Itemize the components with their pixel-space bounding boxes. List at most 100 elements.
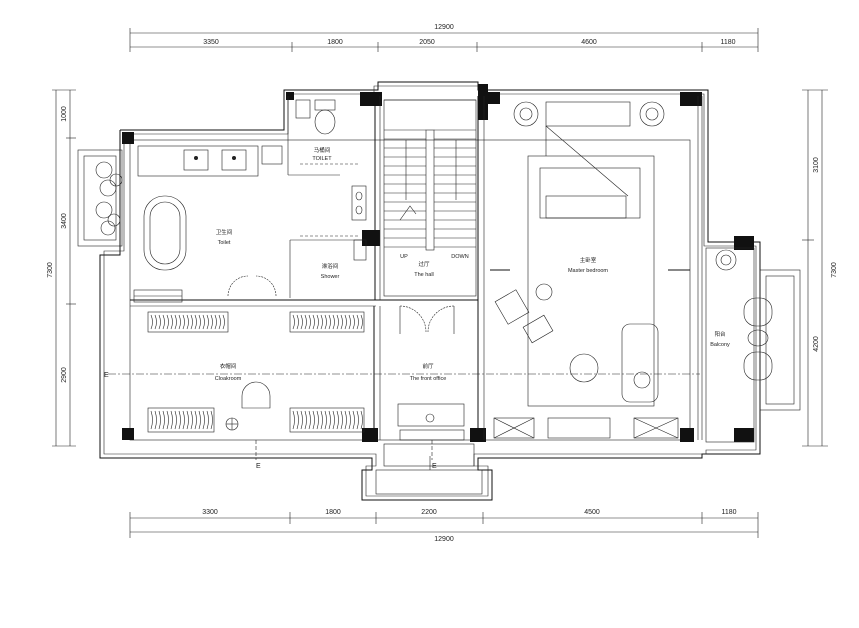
hanger-mark bbox=[182, 314, 185, 330]
bath-label-cn: 卫生间 bbox=[216, 228, 233, 236]
top-seg-2: 1800 bbox=[327, 39, 343, 46]
hanger-mark bbox=[292, 314, 295, 330]
hanger-mark bbox=[292, 410, 295, 430]
bottom-seg-5: 1180 bbox=[721, 509, 736, 516]
hanger-mark bbox=[170, 410, 173, 430]
top-dimension: 12900 3350 1800 2050 4600 1180 bbox=[129, 24, 759, 52]
bottom-total-label: 12900 bbox=[434, 536, 454, 543]
hanger-mark bbox=[300, 410, 303, 430]
hanger-pattern bbox=[150, 314, 363, 430]
office-label-en: The front office bbox=[410, 376, 447, 382]
balcony-label-cn: 阳台 bbox=[714, 330, 726, 338]
top-seg-4: 4600 bbox=[581, 39, 597, 46]
top-total-label: 12900 bbox=[434, 24, 454, 31]
bottom-seg-2: 1800 bbox=[325, 509, 341, 516]
hanger-mark bbox=[308, 314, 311, 330]
hanger-mark bbox=[328, 410, 331, 430]
hanger-mark bbox=[336, 410, 339, 430]
hanger-mark bbox=[348, 314, 351, 330]
hanger-mark bbox=[316, 314, 319, 330]
left-seg-3: 2900 bbox=[61, 367, 68, 383]
bottom-seg-4: 4500 bbox=[584, 509, 600, 516]
hanger-mark bbox=[312, 410, 315, 430]
hanger-mark bbox=[190, 314, 193, 330]
hanger-mark bbox=[352, 410, 355, 430]
stair-treads bbox=[384, 129, 476, 248]
hanger-mark bbox=[320, 410, 323, 430]
hanger-mark bbox=[352, 314, 355, 330]
hanger-mark bbox=[324, 410, 327, 430]
hanger-mark bbox=[210, 314, 213, 330]
cloakroom-label-en: Cloakroom bbox=[215, 376, 242, 382]
hall-label-cn: 过厅 bbox=[418, 260, 430, 268]
hanger-mark bbox=[174, 410, 177, 430]
top-seg-1: 3350 bbox=[203, 39, 219, 46]
hanger-mark bbox=[186, 410, 189, 430]
axis-mark-left: E bbox=[104, 372, 109, 379]
hanger-mark bbox=[150, 410, 153, 430]
master-label-en: Master bedroom bbox=[568, 268, 608, 274]
cloakroom-fixtures bbox=[147, 311, 365, 433]
stair-up-label: UP bbox=[400, 254, 408, 260]
hanger-mark bbox=[202, 314, 205, 330]
top-seg-5: 1180 bbox=[720, 39, 735, 46]
hall-label-en: The hall bbox=[414, 272, 434, 278]
hanger-mark bbox=[174, 314, 177, 330]
hanger-mark bbox=[166, 314, 169, 330]
staircase bbox=[383, 99, 477, 297]
hanger-mark bbox=[300, 314, 303, 330]
hanger-mark bbox=[340, 314, 343, 330]
axis-mark-bottom-2: E bbox=[432, 463, 437, 470]
hanger-mark bbox=[182, 410, 185, 430]
hanger-mark bbox=[340, 410, 343, 430]
hanger-mark bbox=[206, 314, 209, 330]
right-seg-1: 3100 bbox=[813, 157, 820, 173]
hanger-mark bbox=[162, 410, 165, 430]
hanger-mark bbox=[214, 314, 217, 330]
master-label-cn: 主卧室 bbox=[580, 256, 597, 264]
hanger-mark bbox=[336, 314, 339, 330]
hanger-mark bbox=[202, 410, 205, 430]
hanger-mark bbox=[198, 410, 201, 430]
balcony-label-en: Balcony bbox=[710, 342, 730, 348]
hanger-mark bbox=[308, 410, 311, 430]
toilet-label-cn: 马桶间 bbox=[314, 146, 331, 154]
hanger-mark bbox=[210, 410, 213, 430]
hanger-mark bbox=[158, 410, 161, 430]
right-total-label: 7300 bbox=[831, 262, 838, 278]
office-label-cn: 前厅 bbox=[422, 362, 434, 370]
hanger-mark bbox=[162, 314, 165, 330]
hanger-mark bbox=[166, 410, 169, 430]
hanger-mark bbox=[198, 314, 201, 330]
hanger-mark bbox=[356, 410, 359, 430]
hanger-mark bbox=[296, 410, 299, 430]
balcony-fixtures bbox=[705, 247, 801, 443]
hanger-mark bbox=[356, 314, 359, 330]
right-dimension: 3100 4200 7300 bbox=[802, 89, 838, 447]
hanger-mark bbox=[190, 410, 193, 430]
hanger-mark bbox=[154, 314, 157, 330]
left-total-label: 7300 bbox=[47, 262, 54, 278]
hanger-mark bbox=[194, 410, 197, 430]
hanger-mark bbox=[332, 314, 335, 330]
front-office-fixtures bbox=[375, 305, 483, 495]
hanger-mark bbox=[344, 314, 347, 330]
hanger-mark bbox=[312, 314, 315, 330]
hanger-mark bbox=[344, 410, 347, 430]
master-bedroom-fixtures bbox=[490, 101, 690, 439]
left-seg-2: 3400 bbox=[61, 213, 68, 229]
hanger-mark bbox=[178, 314, 181, 330]
hanger-mark bbox=[150, 314, 153, 330]
hanger-mark bbox=[304, 314, 307, 330]
hanger-mark bbox=[360, 410, 363, 430]
bottom-dimension: 3300 1800 2200 4500 1180 12900 bbox=[129, 509, 759, 543]
bottom-seg-3: 2200 bbox=[421, 509, 437, 516]
hanger-mark bbox=[154, 410, 157, 430]
hanger-mark bbox=[218, 314, 221, 330]
hanger-mark bbox=[296, 314, 299, 330]
room-labels: 马桶间 TOILET 卫生间 Toilet 淋浴间 Shower 过厅 The … bbox=[215, 146, 730, 382]
hanger-mark bbox=[222, 314, 225, 330]
axis-line: E E E bbox=[104, 372, 700, 470]
shower-label-en: Shower bbox=[321, 274, 340, 280]
